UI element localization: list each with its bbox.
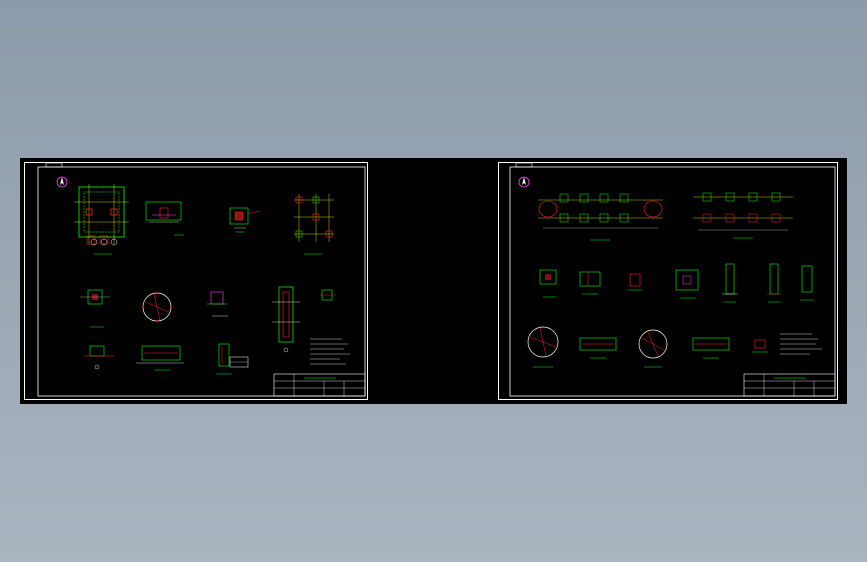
general-notes [310, 338, 350, 365]
circle-section-1 [527, 326, 559, 368]
inner-border [509, 166, 836, 397]
drawing-sheet-right[interactable] [498, 162, 838, 400]
title-block [273, 373, 366, 397]
grid-plan-drawing [693, 192, 793, 239]
outer-border [498, 162, 838, 400]
circle-section-2 [638, 329, 668, 368]
foundation-strip-plan [538, 193, 663, 241]
detail-small-3 [320, 289, 336, 301]
inner-border [37, 166, 366, 397]
drawing-sheet-right-svg [498, 162, 838, 400]
beam-section [136, 345, 184, 371]
legend-box [229, 356, 249, 368]
grid-plan-drawing [294, 194, 334, 255]
foundation-plan-drawing [74, 184, 129, 255]
section-drawing-1 [145, 201, 184, 236]
north-arrow-icon [518, 176, 530, 188]
detail-small-5 [752, 339, 768, 353]
sheet-tab [515, 162, 533, 168]
circle-section-1 [142, 292, 172, 322]
outer-border [24, 162, 368, 400]
drawing-sheet-left[interactable] [24, 162, 368, 400]
column-elevation [272, 286, 300, 353]
general-notes [780, 333, 822, 355]
detail-small-4 [84, 345, 114, 370]
pier-elevation [216, 343, 232, 375]
pile-cap-detail [229, 207, 261, 233]
north-arrow-icon [56, 176, 68, 188]
detail-small-1 [80, 289, 110, 328]
cad-viewport[interactable] [20, 158, 847, 404]
drawing-sheet-left-svg [24, 162, 368, 400]
detail-row-middle [539, 263, 814, 303]
beam-section-2 [692, 337, 730, 359]
sheet-tab [45, 162, 63, 168]
detail-small-2 [207, 291, 228, 317]
title-block [743, 373, 836, 397]
beam-section [579, 337, 617, 359]
